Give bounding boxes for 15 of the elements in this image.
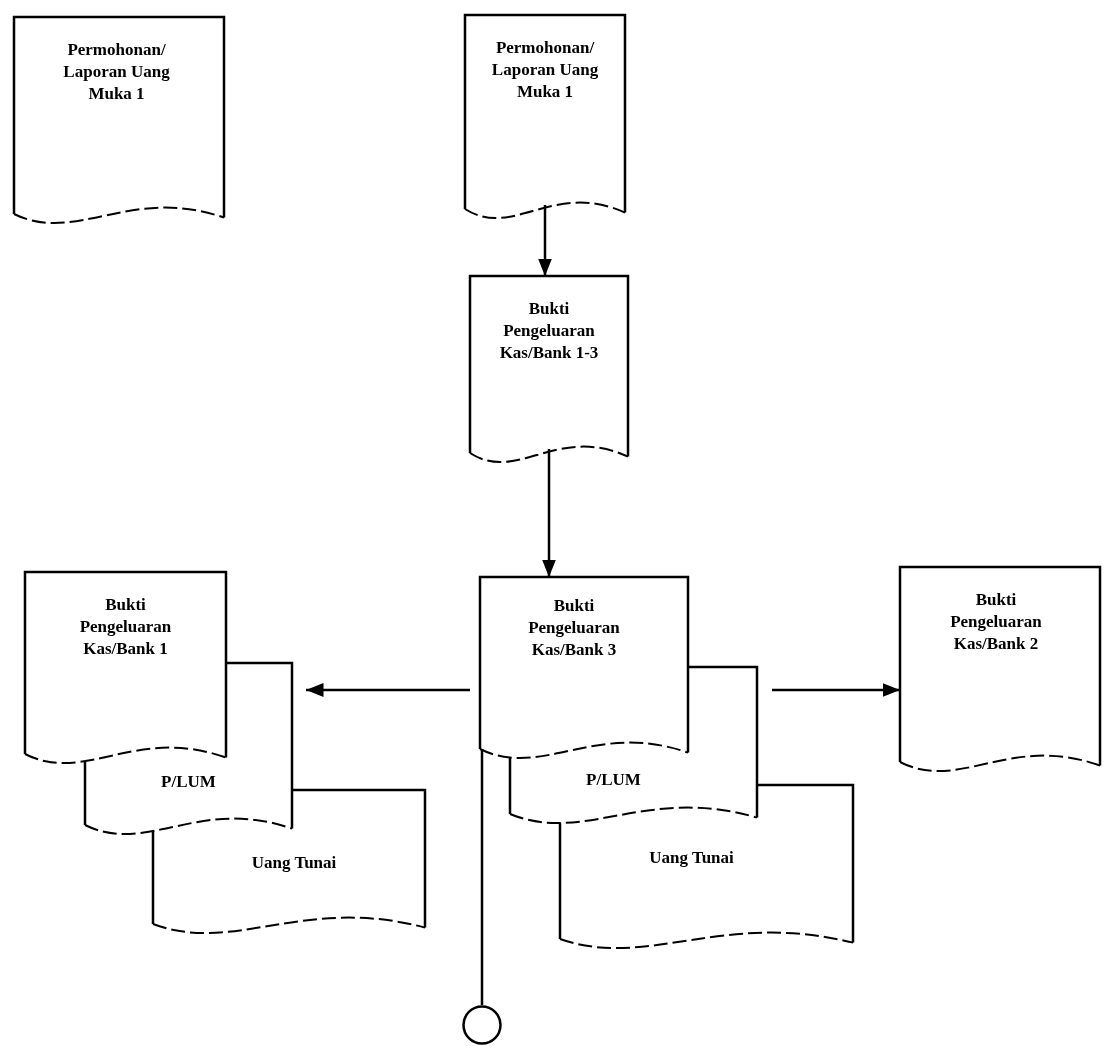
document-label: P/LUM xyxy=(160,771,217,793)
document-label: Bukti Pengeluaran Kas/Bank 1 xyxy=(78,594,173,660)
document-label: Permohonan/ Laporan Uang Muka 1 xyxy=(490,37,600,103)
arrow xyxy=(542,449,556,577)
document-label: Bukti Pengeluaran Kas/Bank 3 xyxy=(527,595,621,661)
document-label: P/LUM xyxy=(585,769,642,791)
arrow xyxy=(772,683,900,697)
document-label: Bukti Pengeluaran Kas/Bank 1-3 xyxy=(498,298,600,364)
document-label: Bukti Pengeluaran Kas/Bank 2 xyxy=(949,589,1043,655)
arrow xyxy=(306,683,470,697)
document-label: Uang Tunai xyxy=(250,852,338,874)
connector-line xyxy=(480,749,484,1005)
document-label: Uang Tunai xyxy=(648,847,735,869)
document-label: Permohonan/ Laporan Uang Muka 1 xyxy=(62,39,171,105)
arrow xyxy=(538,205,552,276)
